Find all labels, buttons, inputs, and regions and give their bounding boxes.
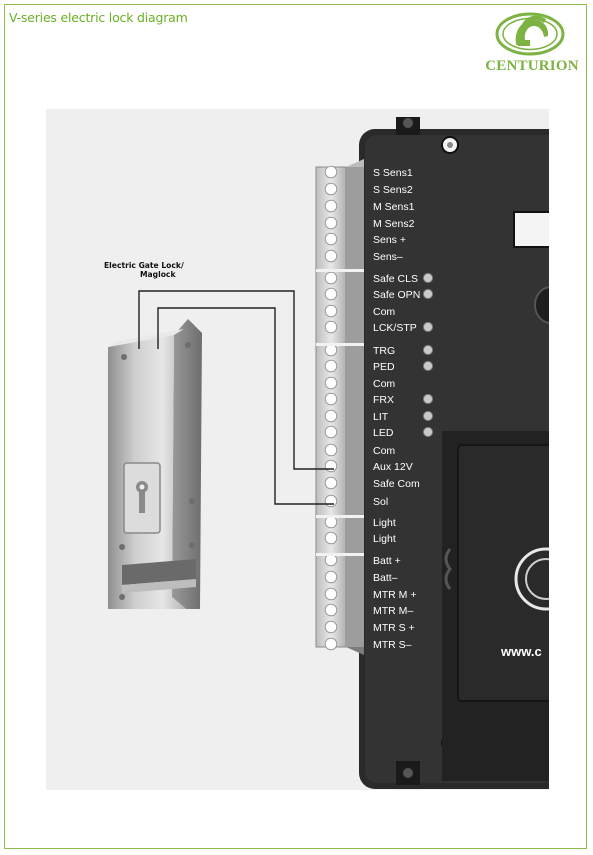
terminal-label: PED [373, 361, 395, 373]
terminal-screw [324, 459, 338, 473]
terminal-screw [324, 443, 338, 457]
terminal-label: Sens + [373, 234, 406, 246]
terminal-label: Com [373, 445, 395, 457]
terminal-screw [324, 249, 338, 263]
status-led [422, 344, 434, 356]
electric-gate-lock: Electric Gate Lock/ Maglock [104, 261, 202, 609]
terminal-screw [324, 531, 338, 545]
terminal-label: LCK/STP [373, 322, 417, 334]
terminal-screw [324, 232, 338, 246]
wire-aux-12v [138, 290, 334, 470]
terminal-screw [324, 494, 338, 508]
terminal-label: Sol [373, 496, 388, 508]
status-led [422, 272, 434, 284]
terminal-label: Aux 12V [373, 461, 413, 473]
terminal-label: FRX [373, 394, 394, 406]
strip-divider [316, 515, 364, 518]
terminal-screw [324, 392, 338, 406]
centurion-logo: CENTURION [478, 10, 586, 76]
terminal-label: Light [373, 517, 396, 529]
page-frame [4, 4, 587, 849]
terminal-screw [324, 165, 338, 179]
terminal-label: MTR M + [373, 589, 416, 601]
terminal-screw [324, 304, 338, 318]
terminal-screw [324, 376, 338, 390]
terminal-screw [324, 216, 338, 230]
terminal-screw [324, 320, 338, 334]
terminal-label: Safe CLS [373, 273, 418, 285]
terminal-label: M Sens2 [373, 218, 415, 230]
terminal-label: Batt + [373, 555, 401, 567]
terminal-label: Sens– [373, 251, 403, 263]
wire-sol [157, 307, 334, 505]
terminal-screw [324, 182, 338, 196]
controller-board: www.c [359, 117, 549, 789]
terminal-screw [324, 476, 338, 490]
terminal-screw [324, 409, 338, 423]
lock-label-line2: Maglock [140, 270, 176, 279]
terminal-label: S Sens2 [373, 184, 413, 196]
terminal-label: S Sens1 [373, 167, 413, 179]
status-led [422, 410, 434, 422]
strip-divider [316, 553, 364, 556]
terminal-label: Safe Com [373, 478, 420, 490]
terminal-strip [315, 159, 364, 655]
lock-label-line1: Electric Gate Lock/ [104, 261, 184, 270]
terminal-screw [324, 570, 338, 584]
terminal-label: Com [373, 378, 395, 390]
terminal-screw [324, 587, 338, 601]
terminal-label: Batt– [373, 572, 398, 584]
terminal-screw [324, 287, 338, 301]
terminal-label: M Sens1 [373, 201, 415, 213]
page-title: V-series electric lock diagram [9, 10, 188, 25]
terminal-label: MTR S– [373, 639, 412, 651]
terminal-screw [324, 603, 338, 617]
terminal-label: LIT [373, 411, 389, 423]
terminal-screw [324, 199, 338, 213]
terminal-screw [324, 359, 338, 373]
status-leds [422, 272, 434, 438]
status-led [422, 426, 434, 438]
terminal-label: TRG [373, 345, 395, 357]
strip-divider [316, 343, 364, 346]
terminal-screw [324, 637, 338, 651]
status-led [422, 360, 434, 372]
terminal-label: LED [373, 427, 394, 439]
terminal-screw [324, 271, 338, 285]
centurion-helmet-icon [495, 12, 565, 56]
status-led [422, 288, 434, 300]
brand-name: CENTURION [485, 58, 579, 74]
terminal-screw [324, 425, 338, 439]
terminal-label: Com [373, 306, 395, 318]
terminal-label: MTR S + [373, 622, 415, 634]
terminal-screw [324, 620, 338, 634]
strip-divider [316, 269, 364, 272]
status-led [422, 321, 434, 333]
lock-wires [138, 290, 334, 505]
board-url-text: www.c [500, 644, 542, 659]
terminal-label: Safe OPN [373, 289, 420, 301]
terminal-label: MTR M– [373, 605, 413, 617]
terminal-label: Light [373, 533, 396, 545]
status-led [422, 393, 434, 405]
